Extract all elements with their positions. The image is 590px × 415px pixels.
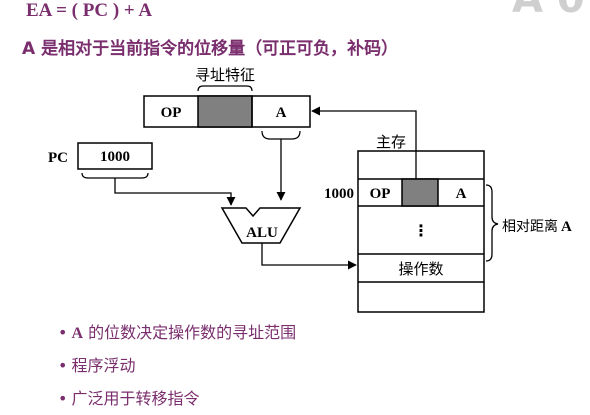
- addressing-mode-label: 寻址特征: [195, 66, 255, 84]
- memory-row-op: OP: [370, 186, 391, 202]
- memory-row-address: 1000: [324, 186, 354, 202]
- alu-to-operand-arrow: [261, 243, 357, 270]
- memory-to-instruction-arrow: [311, 106, 417, 179]
- relative-distance-text: 相对距离: [502, 218, 558, 235]
- subtitle-lead: A: [22, 39, 36, 59]
- instruction-op: OP: [161, 105, 182, 121]
- main-memory: OP A ⋮ 操作数: [357, 150, 485, 313]
- pc-label: PC: [48, 150, 68, 166]
- alu-shape: [220, 207, 302, 244]
- relative-distance-var: A: [561, 219, 572, 235]
- pc-bracket: [81, 172, 149, 179]
- memory-title: 主存: [376, 133, 406, 151]
- subtitle: A 是相对于当前指令的位移量（可正可负，补码）: [22, 34, 398, 59]
- pc-box: [77, 142, 153, 170]
- formula: EA = ( PC ) + A: [26, 0, 153, 21]
- label-bracket: [197, 85, 253, 92]
- subtitle-rest: 是相对于当前指令的位移量（可正可负，补码）: [35, 39, 399, 59]
- addressing-mode-field: [197, 95, 253, 128]
- memory-row-a: A: [456, 186, 467, 202]
- bullet-text: 的位数决定操作数的寻址范围: [83, 323, 297, 342]
- bullet-text: 程序浮动: [71, 356, 136, 375]
- pc-to-alu-arrow: [114, 178, 236, 206]
- pc-value: 1000: [100, 149, 130, 165]
- alu-label: ALU: [246, 225, 278, 241]
- instruction-register: OP A: [143, 95, 311, 128]
- memory-shaded-field: [401, 178, 439, 207]
- bullet-text: 广泛用于转移指令: [71, 389, 200, 408]
- memory-box: [357, 150, 485, 313]
- instruction-a: A: [276, 105, 287, 121]
- corner-number: A 0: [512, 0, 585, 22]
- memory-ellipsis: ⋮: [413, 221, 429, 240]
- bullet-item: •A 的位数决定操作数的寻址范围: [58, 323, 297, 342]
- relative-distance-brace: [485, 184, 499, 262]
- bullet-item: •程序浮动: [58, 356, 136, 375]
- bullet-item: •广泛用于转移指令: [58, 389, 200, 408]
- bullet-lead: A: [71, 325, 83, 342]
- memory-operand: 操作数: [398, 260, 443, 278]
- a-field-bracket: [261, 130, 301, 140]
- bullet-list: •A 的位数决定操作数的寻址范围 •程序浮动 •广泛用于转移指令: [58, 316, 296, 415]
